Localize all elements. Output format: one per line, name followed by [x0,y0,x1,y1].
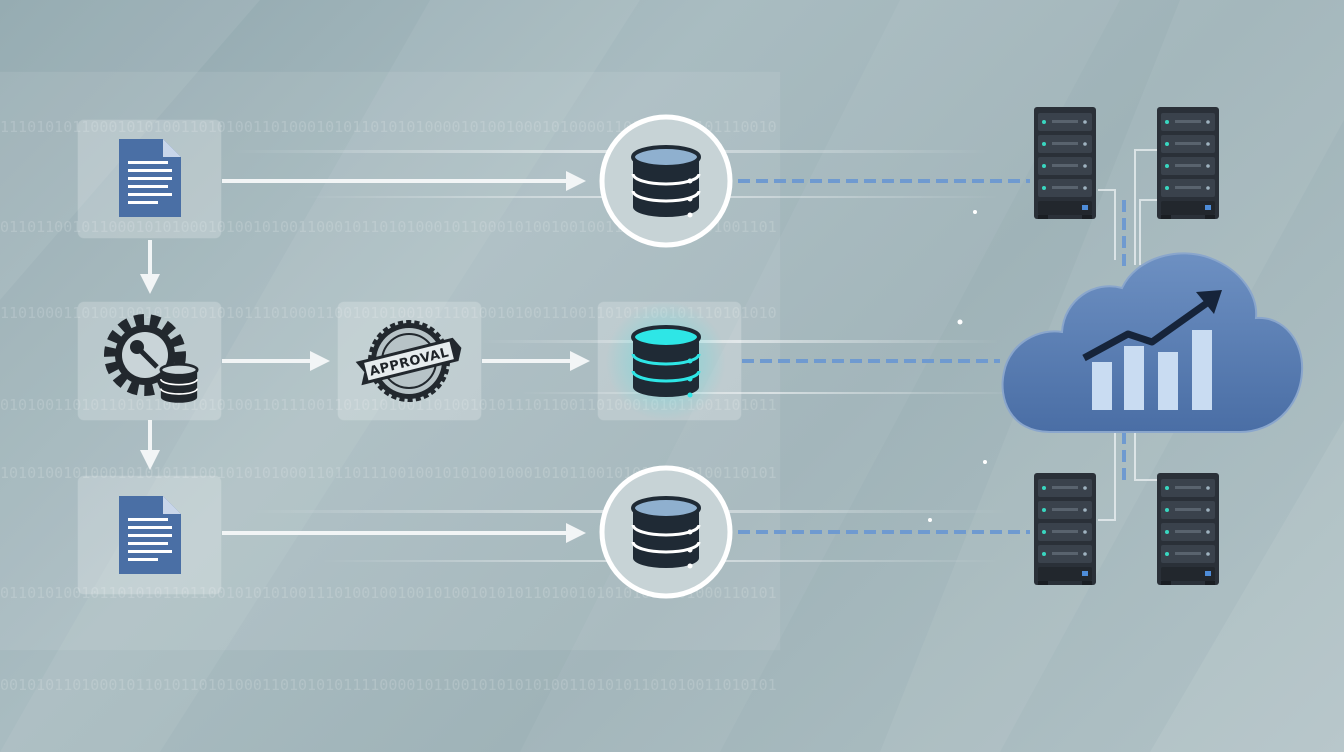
approval-node: APPROVAL [337,301,482,421]
document-icon [119,496,181,574]
network-connectors [738,179,1126,534]
database-node-active [597,301,742,421]
approval-stamp-icon: APPROVAL [355,320,462,402]
binary-background: 1110101011000101010011010100110100010101… [0,118,777,694]
database-icon [631,496,701,571]
binary-row: 1101000110100100101001010101110100011001… [0,304,777,322]
document-node-bottom [77,475,222,595]
server-rack-icon [1034,107,1096,219]
database-icon [631,325,701,398]
processing-node [77,301,222,421]
server-rack-icon [1157,107,1219,219]
document-icon [119,139,181,217]
flow-arrows [140,171,590,543]
binary-row: 1010100101000101010111001010101000110110… [0,464,777,482]
binary-row: 1110101011000101010011010100110100010101… [0,118,777,136]
server-cables [1098,149,1158,521]
binary-row: 0110101001011010101101100101010100111010… [0,584,777,602]
binary-row: 0101001101011010110011010100110111001101… [0,396,777,414]
database-icon [631,145,701,220]
server-rack-icon [1157,473,1219,585]
database-node-top [599,114,733,248]
cloud-chart-icon [1001,252,1304,433]
database-node-bottom [599,465,733,599]
gear-database-icon [104,314,199,403]
binary-row: 0010101101000101101011010100011010101011… [0,676,777,694]
server-rack-icon [1034,473,1096,585]
document-node-top [77,119,222,239]
binary-row: 0110110010110001010100010100101001100010… [0,218,777,236]
